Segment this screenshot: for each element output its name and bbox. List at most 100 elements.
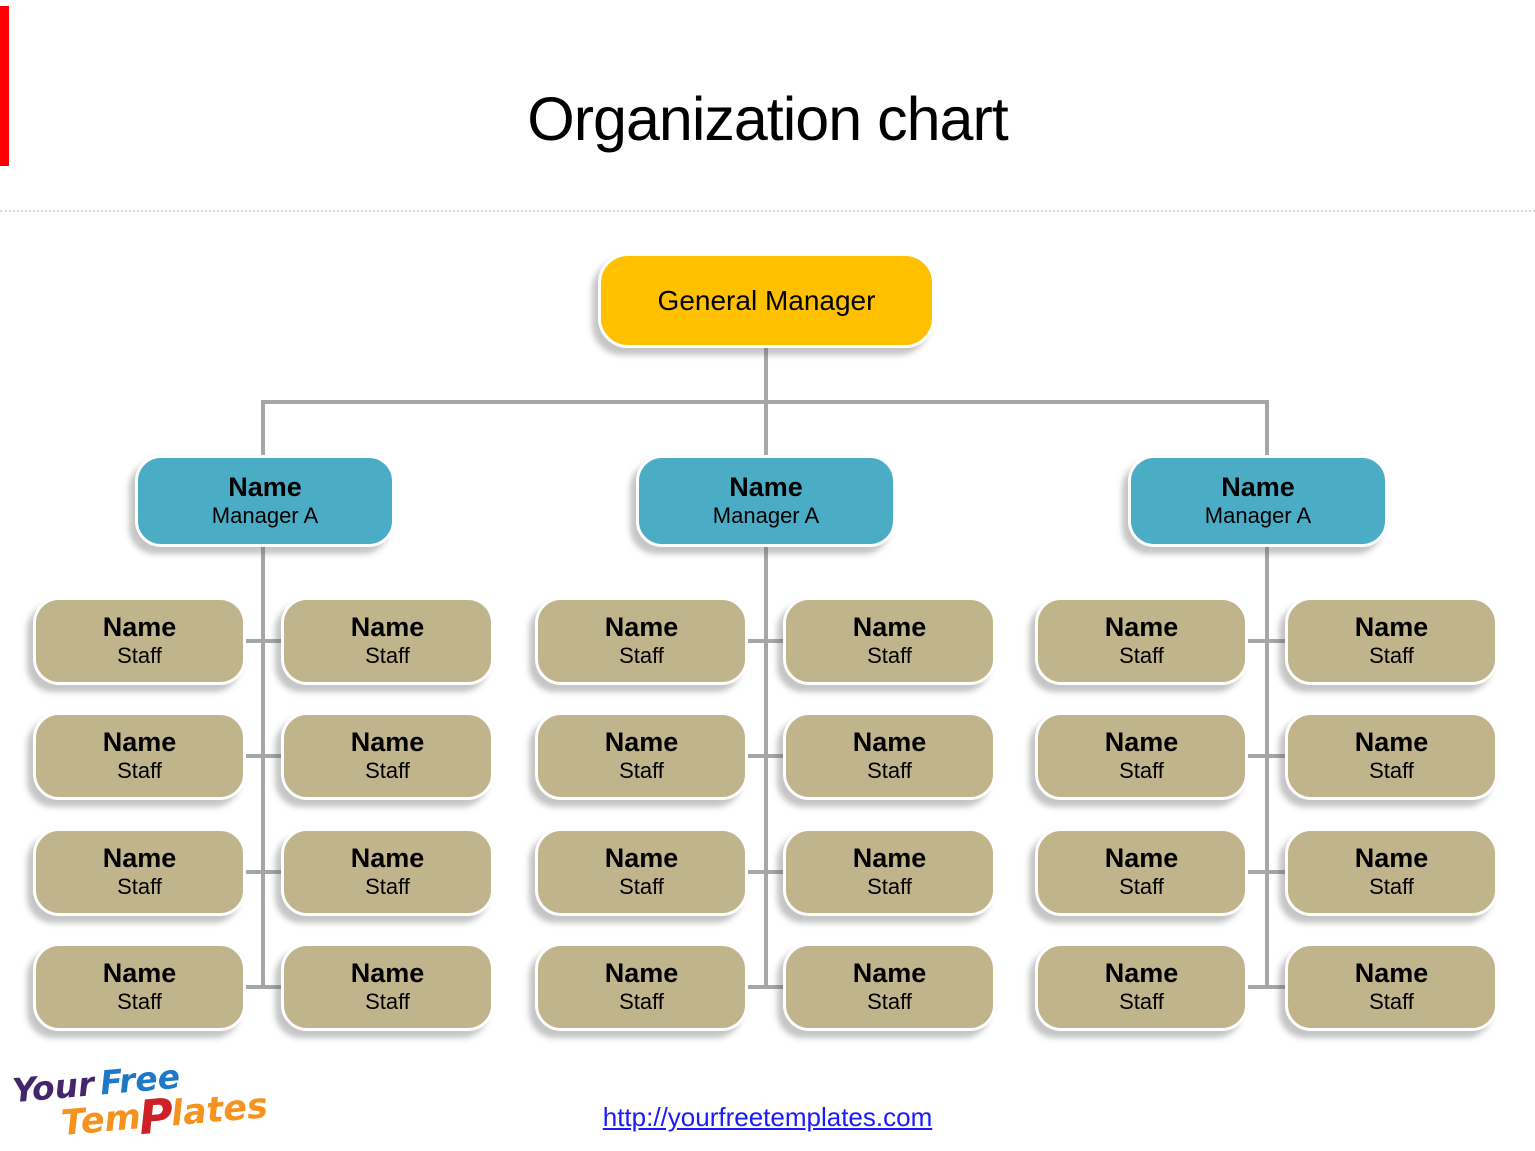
staff-name: Name (102, 958, 177, 989)
connector-row (748, 870, 783, 874)
staff-node: Name Staff (1285, 828, 1498, 916)
staff-node: Name Staff (783, 828, 996, 916)
accent-bar (0, 6, 9, 166)
staff-role: Staff (117, 874, 162, 900)
connector-row (748, 985, 783, 989)
staff-name: Name (350, 612, 425, 643)
staff-role: Staff (1119, 643, 1164, 669)
staff-node: Name Staff (33, 712, 246, 800)
connector-group-spine (764, 545, 768, 989)
staff-role: Staff (867, 758, 912, 784)
staff-node: Name Staff (33, 597, 246, 685)
staff-role: Staff (117, 989, 162, 1015)
staff-role: Staff (619, 989, 664, 1015)
connector-row (246, 870, 281, 874)
staff-node: Name Staff (1285, 943, 1498, 1031)
staff-node: Name Staff (1035, 828, 1248, 916)
staff-name: Name (1354, 727, 1429, 758)
connector-row (1248, 985, 1285, 989)
manager-name: Name (1221, 472, 1295, 503)
connector-manager-drop (1265, 402, 1269, 455)
staff-name: Name (350, 843, 425, 874)
connector-group-spine (1265, 545, 1269, 989)
staff-node: Name Staff (1035, 712, 1248, 800)
connector-row (246, 754, 281, 758)
staff-role: Staff (1369, 758, 1414, 784)
staff-role: Staff (1369, 989, 1414, 1015)
staff-name: Name (852, 843, 927, 874)
connector-group-spine (261, 545, 265, 989)
connector-row (1248, 754, 1285, 758)
staff-node: Name Staff (33, 828, 246, 916)
staff-node: Name Staff (535, 712, 748, 800)
title-divider (0, 210, 1535, 212)
staff-role: Staff (1119, 758, 1164, 784)
staff-name: Name (102, 843, 177, 874)
staff-role: Staff (365, 758, 410, 784)
page-title: Organization chart (527, 85, 1008, 153)
staff-name: Name (852, 727, 927, 758)
staff-node: Name Staff (1035, 943, 1248, 1031)
manager-role: Manager A (712, 503, 820, 529)
staff-name: Name (604, 843, 679, 874)
staff-name: Name (604, 612, 679, 643)
staff-role: Staff (867, 874, 912, 900)
connector-row (1248, 639, 1285, 643)
staff-name: Name (1354, 612, 1429, 643)
footer: http://yourfreetemplates.com (0, 1102, 1535, 1133)
staff-role: Staff (117, 758, 162, 784)
staff-node: Name Staff (783, 943, 996, 1031)
connector-row (1248, 870, 1285, 874)
manager-node: Name Manager A (135, 455, 395, 547)
root-node-general-manager: General Manager (598, 253, 935, 348)
root-node-label: General Manager (657, 284, 876, 316)
staff-name: Name (1104, 612, 1179, 643)
staff-name: Name (102, 727, 177, 758)
staff-name: Name (1104, 843, 1179, 874)
connector-manager-drop (261, 402, 265, 455)
staff-node: Name Staff (281, 828, 494, 916)
staff-role: Staff (867, 643, 912, 669)
staff-name: Name (1104, 958, 1179, 989)
staff-role: Staff (619, 874, 664, 900)
manager-name: Name (729, 472, 803, 503)
manager-node: Name Manager A (1128, 455, 1388, 547)
staff-name: Name (1354, 958, 1429, 989)
staff-node: Name Staff (535, 828, 748, 916)
staff-name: Name (852, 958, 927, 989)
staff-role: Staff (619, 758, 664, 784)
staff-node: Name Staff (1035, 597, 1248, 685)
staff-node: Name Staff (783, 712, 996, 800)
connector-row (748, 639, 783, 643)
footer-link[interactable]: http://yourfreetemplates.com (602, 1102, 933, 1132)
staff-role: Staff (1119, 989, 1164, 1015)
staff-role: Staff (365, 989, 410, 1015)
staff-node: Name Staff (1285, 597, 1498, 685)
staff-node: Name Staff (281, 597, 494, 685)
staff-node: Name Staff (281, 943, 494, 1031)
staff-name: Name (852, 612, 927, 643)
staff-name: Name (1104, 727, 1179, 758)
connector-row (246, 639, 281, 643)
staff-node: Name Staff (783, 597, 996, 685)
staff-node: Name Staff (33, 943, 246, 1031)
staff-name: Name (604, 727, 679, 758)
staff-role: Staff (1369, 643, 1414, 669)
staff-name: Name (102, 612, 177, 643)
staff-node: Name Staff (281, 712, 494, 800)
manager-name: Name (228, 472, 302, 503)
connector-row (748, 754, 783, 758)
connector-row (246, 985, 281, 989)
staff-role: Staff (365, 643, 410, 669)
staff-node: Name Staff (535, 597, 748, 685)
connector-root-drop (764, 348, 768, 402)
manager-role: Manager A (1204, 503, 1312, 529)
staff-role: Staff (1369, 874, 1414, 900)
staff-name: Name (350, 958, 425, 989)
staff-name: Name (1354, 843, 1429, 874)
staff-role: Staff (867, 989, 912, 1015)
staff-node: Name Staff (1285, 712, 1498, 800)
manager-role: Manager A (211, 503, 319, 529)
staff-role: Staff (117, 643, 162, 669)
